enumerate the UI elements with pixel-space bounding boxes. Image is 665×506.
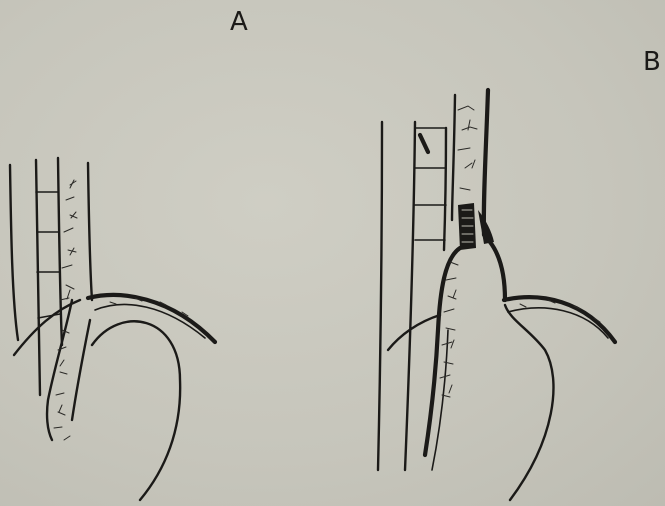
panel-b-label: B (643, 47, 661, 77)
panel-a-esophagus (47, 163, 92, 440)
panel-a: A (10, 7, 248, 500)
panel-b-stomach-outline (505, 305, 553, 500)
panel-b-trachea-mark (420, 135, 428, 152)
panel-a-vessel-hatching (54, 181, 77, 440)
panel-b-pouch-right (490, 242, 505, 300)
panel-a-esophagus-lower-right (72, 320, 90, 420)
panel-b-diaphragm-inner (508, 308, 608, 338)
panel-a-diaphragm (88, 295, 215, 342)
panel-b: B (378, 47, 661, 500)
panel-a-stomach-outline (92, 321, 180, 500)
panel-b-trachea-right-wall (444, 128, 446, 250)
panel-b-vessel-hatching (458, 106, 477, 190)
panel-b-bronchus-line (388, 315, 440, 350)
panel-b-esophagus-left-wall (452, 95, 455, 220)
panel-a-label: A (230, 7, 248, 37)
panel-b-esophagus-right-wall (484, 90, 488, 235)
panel-a-esophagus-lower-left (47, 300, 72, 440)
panel-a-outer-left-wall (10, 165, 18, 340)
panel-b-trachea-left-wall (405, 122, 415, 470)
panel-b-esophagus (425, 90, 505, 470)
panel-b-pouch-left (425, 248, 460, 455)
panel-a-esophagus-right-wall (88, 163, 92, 300)
panel-b-outer-left-wall (378, 122, 382, 470)
panel-a-trachea-right-wall (58, 158, 62, 345)
panel-a-trachea-left-wall (36, 160, 40, 395)
